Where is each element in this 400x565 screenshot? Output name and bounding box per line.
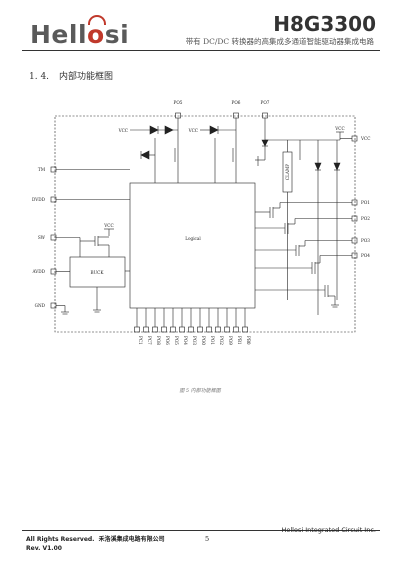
company-logo: Hellosi bbox=[30, 20, 129, 49]
pin-po5-top: PO5 bbox=[174, 100, 183, 105]
logo-text-end: si bbox=[104, 20, 130, 49]
section-title: 内部功能框图 bbox=[59, 72, 114, 82]
logo-text-o: o bbox=[87, 20, 105, 49]
buck-block bbox=[69, 256, 126, 288]
product-name: H8G3300 bbox=[273, 12, 376, 36]
pin-sw: SW bbox=[38, 235, 46, 240]
header-divider bbox=[22, 50, 380, 51]
vcc-label-3: VCC bbox=[334, 126, 344, 131]
revision: Rev. V1.00 bbox=[26, 545, 62, 552]
pin-po6-top: PO6 bbox=[232, 100, 241, 105]
buck-label: BUCK bbox=[91, 270, 105, 275]
top-pins: PO5 PO6 PO7 bbox=[174, 100, 270, 140]
pin-pb1: PB1 bbox=[237, 336, 242, 345]
rights-text: All Rights Reserved. bbox=[26, 536, 95, 543]
pin-po3: PO3 bbox=[361, 238, 370, 243]
pin-vcc-right: VCC bbox=[360, 136, 370, 141]
vcc-label-2: VCC bbox=[188, 128, 198, 133]
pin-po3-bottom: PO3 bbox=[192, 336, 197, 345]
pin-po6-bottom: PO6 bbox=[165, 336, 170, 345]
pin-po1-bottom: PO1 bbox=[210, 336, 215, 345]
pin-po5-bottom: PO5 bbox=[174, 336, 179, 345]
pin-po2: PO2 bbox=[361, 216, 370, 221]
pin-pc1: PC1 bbox=[138, 336, 143, 345]
logic-block bbox=[129, 182, 256, 309]
pin-gnd: GND bbox=[35, 303, 46, 308]
footer-rights: All Rights Reserved. 禾洛溪集成电路有限公司 Rev. V1… bbox=[26, 535, 165, 553]
pin-pb0: PB0 bbox=[246, 336, 251, 345]
logo-signal-arc bbox=[88, 15, 106, 25]
pin-po7-top: PO7 bbox=[261, 100, 270, 105]
logic-label: Logical bbox=[185, 236, 201, 241]
chip-boundary bbox=[54, 115, 356, 333]
pin-avdd: AVDD bbox=[31, 269, 45, 274]
pin-po2-bottom: PO2 bbox=[219, 336, 224, 345]
pin-po4-bottom: PO4 bbox=[183, 336, 188, 345]
clamp-label-1: CLAMP bbox=[285, 164, 290, 180]
pin-po8: PO8 bbox=[156, 336, 161, 345]
pin-po0: PO0 bbox=[201, 336, 206, 345]
pin-dvdd: DVDD bbox=[32, 197, 46, 202]
footer-divider bbox=[22, 530, 380, 531]
figure-caption: 图 5 内部功能框图 bbox=[179, 388, 221, 394]
section-heading: 1. 4. 内部功能框图 bbox=[29, 69, 113, 82]
pin-po1: PO1 bbox=[361, 200, 370, 205]
section-number: 1. 4. bbox=[29, 72, 50, 82]
pin-pc7: PC7 bbox=[147, 336, 152, 345]
company-en: Hellosi Integrated Circuit Inc. bbox=[281, 526, 376, 534]
vcc-label-1: VCC bbox=[118, 128, 128, 133]
left-pins: TM DVDD SW AVDD GND bbox=[31, 166, 130, 315]
page-number: 5 bbox=[205, 535, 210, 543]
right-pins: PO1 PO2 PO3 PO4 bbox=[280, 199, 370, 259]
vcc-label-buck: VCC bbox=[103, 223, 113, 228]
logo-text-start: Hell bbox=[30, 20, 88, 49]
product-subtitle: 带有 DC/DC 转换器的高集成多通道智能驱动器集成电路 bbox=[185, 37, 374, 46]
pin-po4: PO4 bbox=[361, 253, 370, 258]
bottom-pins: PC1 PC7 PO8 PO6 PO5 PO4 PO3 PO0 PO1 PO2 … bbox=[134, 308, 251, 345]
pin-po9: PO9 bbox=[228, 336, 233, 345]
pin-tm: TM bbox=[38, 167, 46, 172]
company-cn: 禾洛溪集成电路有限公司 bbox=[98, 536, 165, 543]
